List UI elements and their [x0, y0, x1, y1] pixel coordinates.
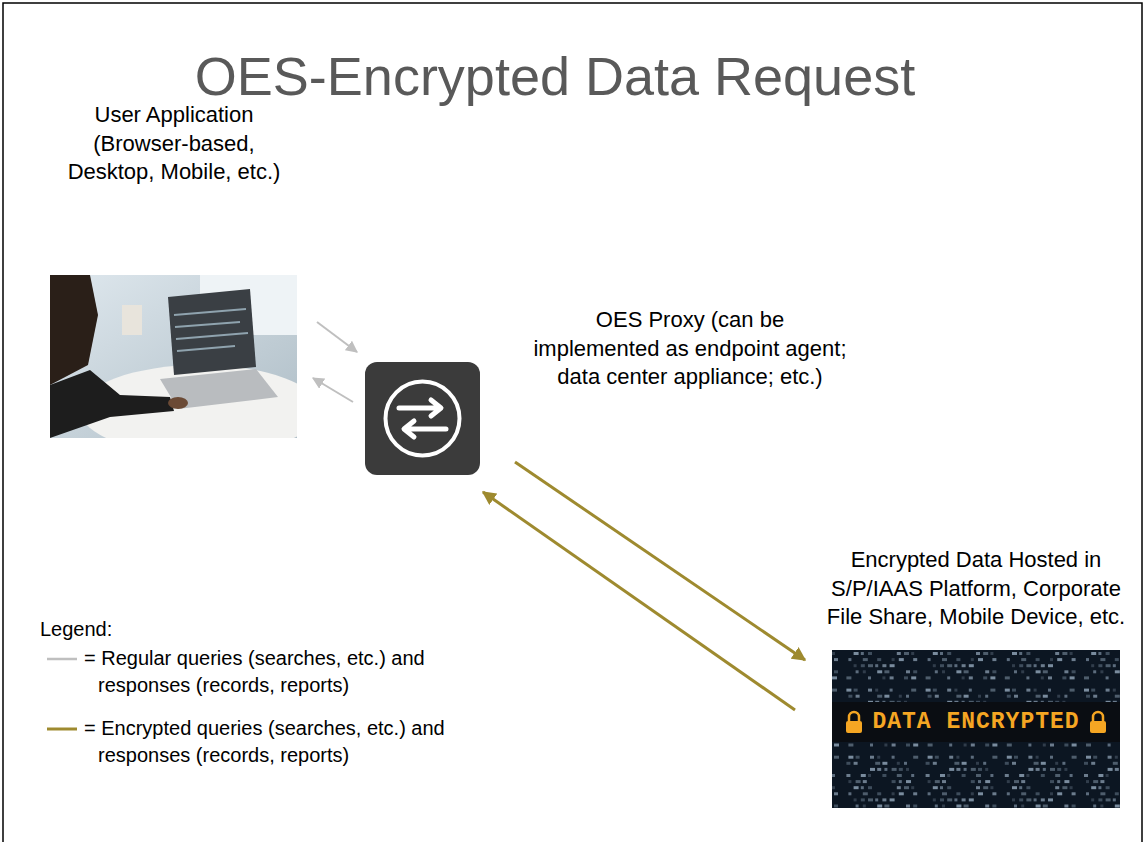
connector-arrow: [515, 462, 805, 660]
proxy-arrow-right: [399, 400, 441, 416]
proxy-icon-circle: [386, 382, 460, 456]
legend-text: = Encrypted queries (searches, etc.) and…: [84, 715, 518, 769]
legend-heading: Legend:: [40, 618, 112, 641]
image-banner-text: DATA ENCRYPTED: [832, 710, 1120, 735]
connector-arrow: [313, 378, 353, 402]
node-heading: User Application (Browser-based, Desktop…: [49, 101, 299, 187]
legend-text: = Regular queries (searches, etc.) and r…: [84, 645, 518, 699]
node-illustration: [365, 362, 480, 475]
legend-line-sample: [44, 645, 80, 673]
user-application: User Application (Browser-based, Desktop…: [50, 275, 297, 438]
proxy-arrow-left: [404, 421, 446, 437]
laptop-screen: [168, 289, 256, 375]
cup: [122, 305, 142, 335]
proxy-icon-box: [365, 362, 480, 475]
data-background: [832, 650, 1120, 808]
lock-icon: [846, 712, 862, 733]
lock-icon: [1090, 712, 1106, 733]
proxy-icon: OES Proxy (can be implemented as endpoin…: [365, 362, 480, 475]
person-hair: [50, 275, 98, 385]
node-heading: Encrypted Data Hosted in S/P/IAAS Platfo…: [816, 546, 1136, 632]
screen-lines: [174, 309, 248, 351]
slide-border: [3, 3, 1142, 842]
connector-arrow: [483, 492, 795, 710]
connector-arrow: [317, 322, 357, 352]
person-body: [50, 370, 174, 438]
slide-title: OES-Encrypted Data Request: [0, 44, 1110, 109]
node-illustration: [50, 275, 297, 438]
data-digits: [832, 652, 1120, 808]
legend-item: = Encrypted queries (searches, etc.) and…: [44, 715, 518, 769]
legend-line-sample: [44, 715, 80, 743]
data-band: [832, 702, 1120, 742]
encrypted-data: Encrypted Data Hosted in S/P/IAAS Platfo…: [832, 650, 1120, 808]
node-description: OES Proxy (can be implemented as endpoin…: [530, 306, 850, 392]
legend-item: = Regular queries (searches, etc.) and r…: [44, 645, 518, 699]
person-hand: [168, 397, 188, 409]
laptop-base: [160, 369, 278, 409]
